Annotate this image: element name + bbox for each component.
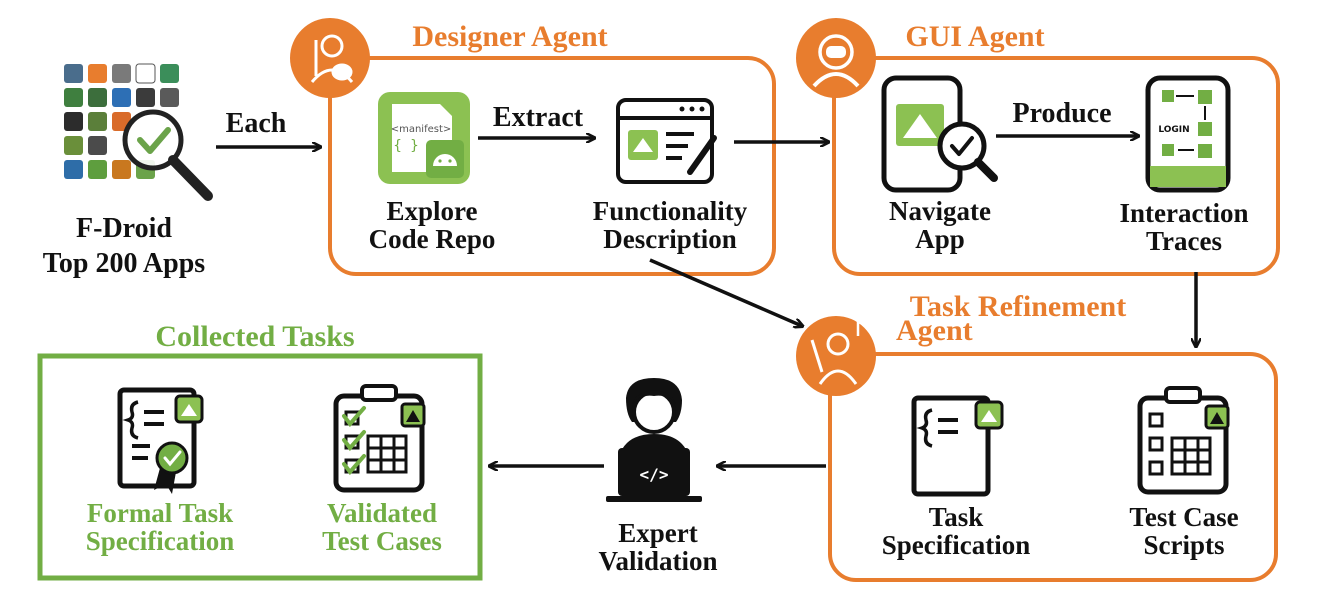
designer-agent-box bbox=[328, 56, 776, 276]
expert-laptop-icon: </> bbox=[606, 378, 702, 502]
code-glyph: </> bbox=[640, 465, 669, 484]
edge-label-extract: Extract bbox=[493, 102, 584, 133]
conductor-icon bbox=[810, 320, 865, 385]
task-refinement-agent-box bbox=[828, 352, 1278, 582]
traces-label-line1: Interaction bbox=[1120, 198, 1249, 228]
android-manifest-icon: <manifest> { } bbox=[378, 92, 470, 184]
fdroid-app-grid-icon bbox=[64, 63, 213, 201]
check-icon bbox=[137, 127, 171, 154]
badge-icon bbox=[155, 441, 189, 475]
navigate-label-line2: App bbox=[915, 224, 965, 254]
checked-clipboard-icon bbox=[333, 384, 426, 493]
functionality-label-line2: Description bbox=[603, 224, 736, 254]
task-spec-label-line2: Specification bbox=[882, 530, 1031, 560]
traces-label-line2: Traces bbox=[1146, 226, 1222, 256]
explore-label-line2: Code Repo bbox=[369, 224, 496, 254]
login-label: LOGIN bbox=[1158, 125, 1189, 135]
manifest-label: <manifest> bbox=[391, 124, 452, 135]
manifest-braces: { } bbox=[393, 138, 418, 154]
painter-icon bbox=[310, 34, 354, 83]
designer-agent-title: Designer Agent bbox=[412, 20, 607, 53]
validated-label-line2: Test Cases bbox=[322, 526, 442, 556]
collected-tasks-box bbox=[37, 353, 483, 581]
phone-search-icon bbox=[881, 75, 998, 193]
edge-label-each: Each bbox=[226, 108, 287, 139]
functionality-label-line1: Functionality bbox=[593, 196, 748, 226]
magnifier-icon bbox=[122, 109, 184, 171]
document-edit-icon bbox=[616, 98, 717, 184]
edge-label-produce: Produce bbox=[1012, 98, 1111, 129]
android-icon bbox=[433, 154, 457, 166]
certified-document-icon bbox=[117, 387, 204, 494]
expert-label-line2: Validation bbox=[598, 546, 717, 576]
task-refinement-avatar-icon bbox=[796, 316, 876, 396]
task-refinement-title-line1: Task Refinement bbox=[910, 290, 1126, 323]
pencil-icon bbox=[687, 135, 717, 175]
explore-label-line1: Explore bbox=[386, 196, 477, 226]
source-label-line2: Top 200 Apps bbox=[43, 248, 205, 279]
collected-title: Collected Tasks bbox=[155, 320, 354, 353]
expert-label-line1: Expert bbox=[618, 518, 697, 548]
gui-agent-box bbox=[832, 56, 1280, 276]
clipboard-grid-icon bbox=[1137, 386, 1230, 495]
phone-flow-icon: LOGIN bbox=[1145, 75, 1231, 193]
source-label-line1: F-Droid bbox=[76, 213, 172, 244]
spec-document-icon bbox=[911, 395, 1004, 497]
scripts-label-line1: Test Case bbox=[1129, 502, 1238, 532]
gui-agent-title: GUI Agent bbox=[905, 20, 1044, 53]
formal-spec-label-line1: Formal Task bbox=[87, 498, 233, 528]
arrow-to-task-refinement bbox=[649, 258, 802, 326]
task-refinement-title-line2: Agent bbox=[896, 314, 973, 347]
astronaut-icon bbox=[812, 34, 860, 88]
task-spec-label-line1: Task bbox=[929, 502, 984, 532]
designer-agent-avatar-icon bbox=[290, 18, 370, 98]
formal-spec-label-line2: Specification bbox=[86, 526, 235, 556]
navigate-label-line1: Navigate bbox=[889, 196, 991, 226]
validated-label-line1: Validated bbox=[327, 498, 437, 528]
scripts-label-line2: Scripts bbox=[1144, 530, 1225, 560]
